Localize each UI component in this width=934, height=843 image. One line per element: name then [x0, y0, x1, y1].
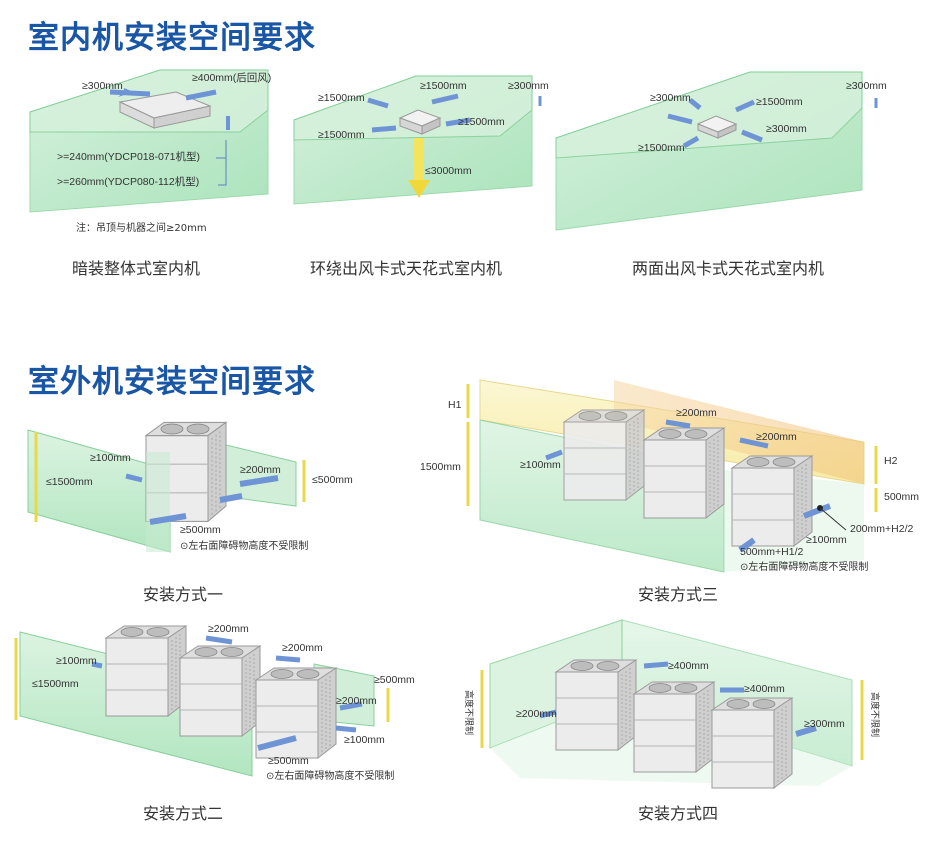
label-2way-1500-b: ≥1500mm	[638, 142, 685, 154]
outdoor-method-1: ≥100mm ≥200mm ≤500mm ≤1500mm ≥500mm ⊙左右面…	[27, 421, 353, 553]
note-m1: ⊙左右面障碍物高度不受限制	[180, 539, 308, 552]
indoor-diagram-concealed: ≥300mm ≥400mm(后回风) >=240mm(YDCP018-071机型…	[29, 69, 271, 234]
outdoor-caption-method-4: 安装方式四	[638, 804, 719, 823]
label-m1-500-front: ≥500mm	[180, 524, 221, 536]
label-m2-100-left: ≥100mm	[56, 655, 97, 667]
label-4way-1500-a: ≥1500mm	[318, 92, 365, 104]
note-m2: ⊙左右面障碍物高度不受限制	[266, 769, 394, 782]
label-m2-500-front: ≥500mm	[268, 755, 309, 767]
label-m3-500: 500mm	[884, 491, 919, 503]
label-m3-200-a: ≥200mm	[676, 407, 717, 419]
outdoor-caption-method-3: 安装方式三	[638, 585, 719, 604]
indoor-caption-two-way-cassette: 两面出风卡式天花式室内机	[632, 259, 825, 278]
label-m3-100-front: ≥100mm	[806, 534, 847, 546]
label-m1-500-right: ≤500mm	[312, 474, 353, 486]
label-concealed-240: >=240mm(YDCP018-071机型)	[57, 150, 200, 163]
indoor-diagram-four-way: ≥1500mm ≥1500mm ≥300mm ≥1500mm ≥1500mm ≤…	[293, 75, 549, 205]
outdoor-method-4: ≥400mm ≥400mm ≥200mm ≥300mm 高度不限制 高度不限制	[463, 619, 881, 789]
indoor-section-title: 室内机安装空间要求	[28, 20, 316, 56]
label-4way-1500-d: ≥1500mm	[458, 116, 505, 128]
label-2way-300-b: ≥300mm	[846, 80, 887, 92]
label-m4-400-a: ≥400mm	[668, 660, 709, 672]
label-m2-200-c: ≥200mm	[336, 695, 377, 707]
label-m4-200: ≥200mm	[516, 708, 557, 720]
label-m2-1500: ≤1500mm	[32, 678, 79, 690]
label-4way-3000: ≤3000mm	[425, 165, 472, 177]
label-4way-300: ≥300mm	[508, 80, 549, 92]
label-4way-1500-c: ≥1500mm	[318, 129, 365, 141]
label-m2-500-right: ≥500mm	[374, 674, 415, 686]
label-2way-1500-a: ≥1500mm	[756, 96, 803, 108]
label-concealed-300: ≥300mm	[82, 80, 123, 92]
label-m4-unlimited-right: 高度不限制	[869, 692, 881, 737]
indoor-diagram-two-way: ≥300mm ≥1500mm ≥300mm ≥300mm ≥1500mm	[555, 71, 887, 231]
indoor-caption-concealed: 暗装整体式室内机	[72, 259, 201, 278]
label-m4-300: ≥300mm	[804, 718, 845, 730]
label-2way-300-c: ≥300mm	[766, 123, 807, 135]
label-m3-100-left: ≥100mm	[520, 459, 561, 471]
label-concealed-400: ≥400mm(后回风)	[192, 72, 271, 84]
label-m2-100-front: ≥100mm	[344, 734, 385, 746]
label-m3-200-b: ≥200mm	[756, 431, 797, 443]
label-4way-1500-b: ≥1500mm	[420, 80, 467, 92]
label-m4-unlimited-left: 高度不限制	[463, 690, 475, 735]
outdoor-method-2: ≥200mm ≥200mm ≥100mm ≤1500mm ≥500mm ≥200…	[14, 623, 415, 782]
label-m3-200-h2: 200mm+H2/2	[850, 523, 913, 535]
label-m1-100: ≥100mm	[90, 452, 131, 464]
label-m3-h1: H1	[448, 399, 462, 411]
note-ceiling-gap: 注：吊顶与机器之间≥20mm	[76, 221, 207, 234]
label-m3-h2: H2	[884, 455, 898, 467]
outdoor-caption-method-2: 安装方式二	[143, 804, 224, 823]
outdoor-method-3: H1 1500mm ≥100mm ≥200mm ≥200mm H2 500mm …	[420, 379, 919, 573]
note-m3: ⊙左右面障碍物高度不受限制	[740, 560, 868, 573]
label-m4-400-b: ≥400mm	[744, 683, 785, 695]
indoor-caption-four-way-cassette: 环绕出风卡式天花式室内机	[310, 259, 503, 278]
outdoor-section-title: 室外机安装空间要求	[28, 364, 316, 400]
label-m1-1500: ≤1500mm	[46, 476, 93, 488]
label-m3-1500: 1500mm	[420, 461, 461, 473]
label-m2-200-b: ≥200mm	[282, 642, 323, 654]
label-m1-200: ≥200mm	[240, 464, 281, 476]
label-concealed-260: >=260mm(YDCP080-112机型)	[57, 175, 199, 188]
outdoor-caption-method-1: 安装方式一	[143, 585, 224, 604]
label-2way-300-a: ≥300mm	[650, 92, 691, 104]
label-m2-200-a: ≥200mm	[208, 623, 249, 635]
label-m3-500-h1: 500mm+H1/2	[740, 546, 803, 558]
